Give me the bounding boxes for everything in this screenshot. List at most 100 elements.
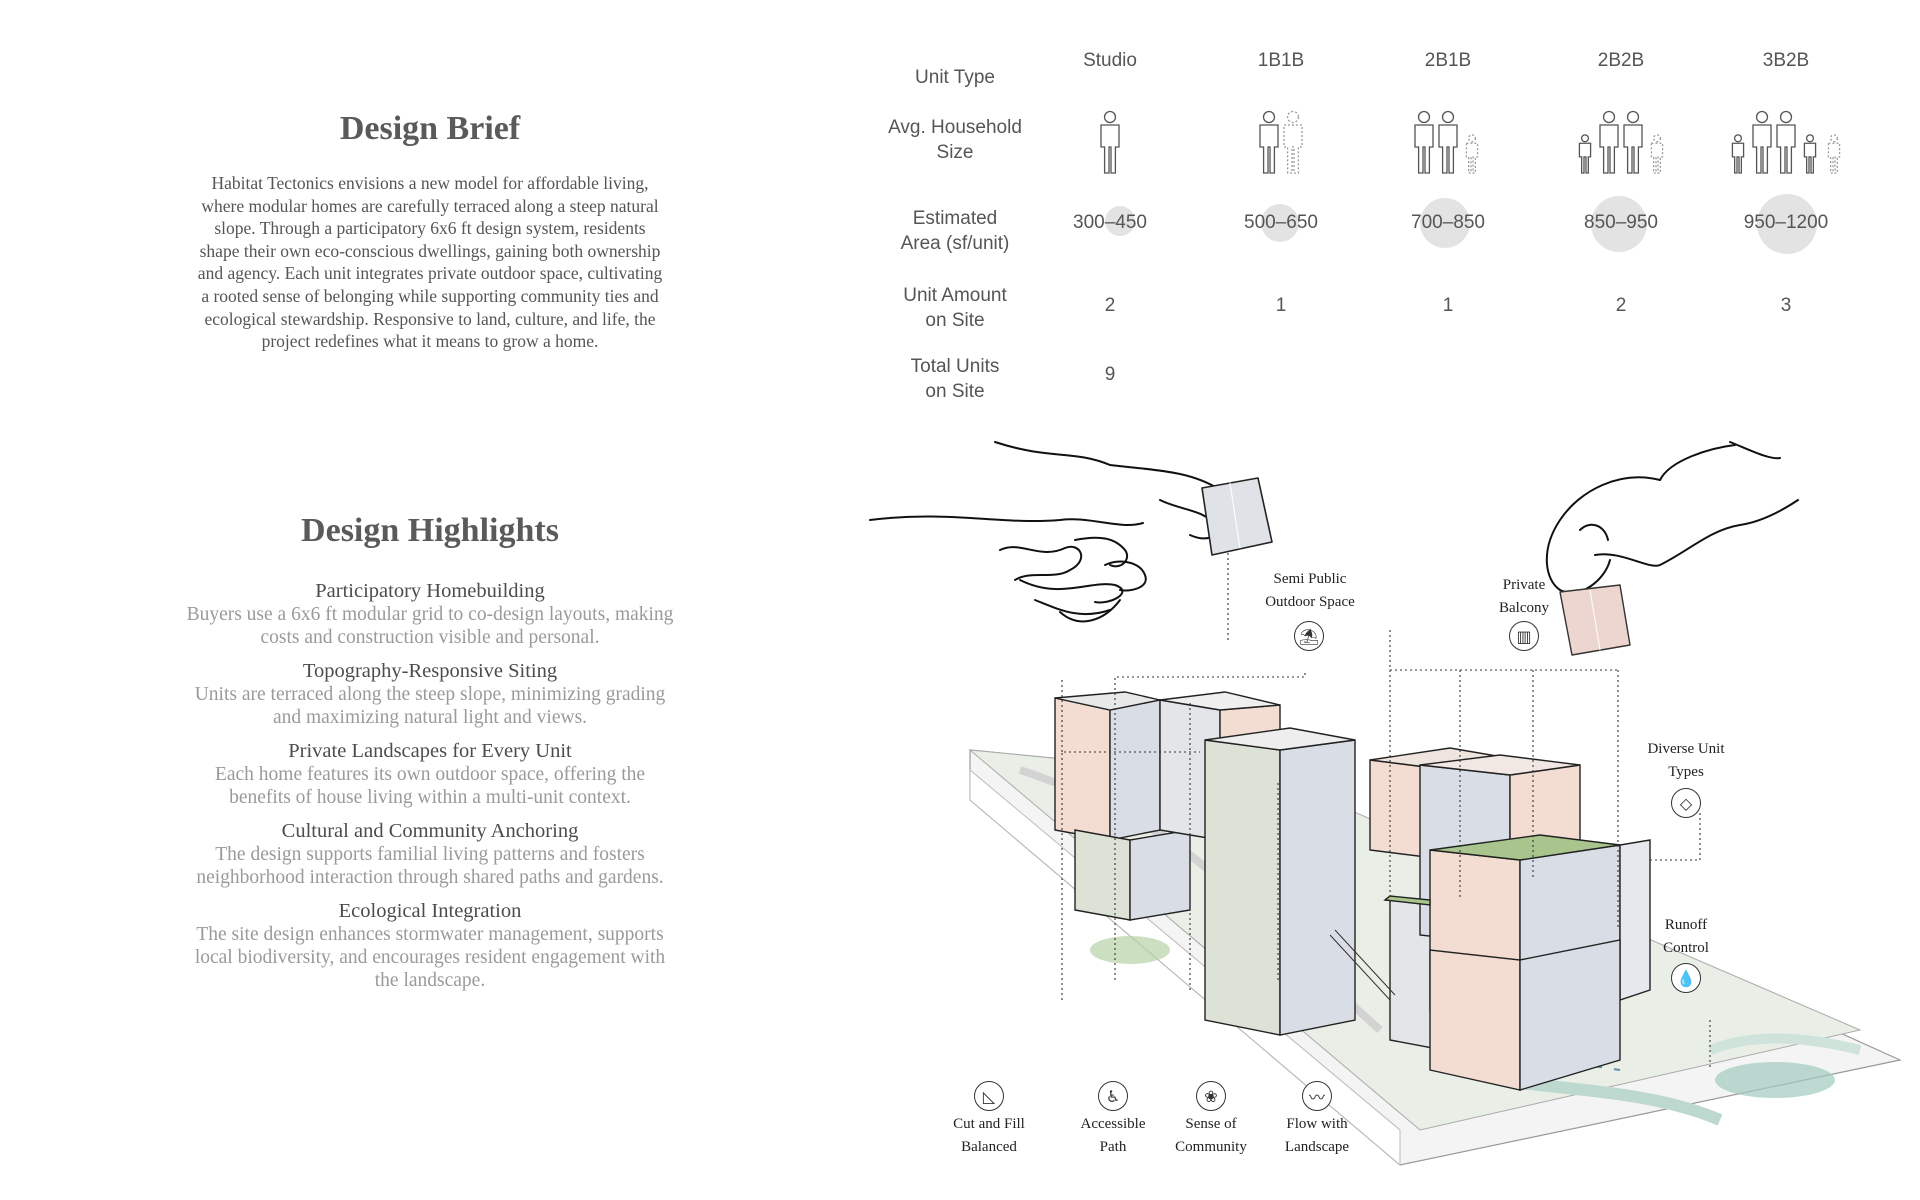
area-circle (1105, 206, 1135, 236)
highlight-line: the landscape. (374, 970, 486, 991)
callout-line: Balanced (961, 1139, 1017, 1155)
brief-line: ecological stewardship. Responsive to la… (204, 308, 656, 329)
area-value: 500–650 (1244, 212, 1318, 233)
callout-line: Runoff (1664, 917, 1708, 933)
area-value: 700–850 (1411, 212, 1485, 233)
design-brief-title: Design Brief (339, 110, 521, 147)
callout-semi-public: Semi Public Outdoor Space (1250, 568, 1370, 614)
row-label-line: Avg. Household (888, 117, 1022, 138)
highlight-line: costs and construction visible and perso… (260, 627, 600, 648)
balcony-icon: ▥ (1509, 621, 1539, 651)
household-icon-2b2b (1578, 110, 1664, 174)
col-header-1b1b: 1B1B (1257, 50, 1305, 71)
person-icon (1803, 134, 1817, 174)
person-icon (1438, 110, 1458, 174)
row-label-amount: Unit Amount on Site (880, 283, 1030, 333)
row-label-household: Avg. Household Size (880, 115, 1030, 165)
person-outline-dashed-icon (1283, 110, 1303, 174)
callout-line: Sense of (1185, 1116, 1237, 1132)
callout-flow: Flow with Landscape (1272, 1113, 1362, 1159)
left-panel: Design Brief Habitat Tectonics envisions… (0, 0, 860, 1200)
highlight-line: The site design enhances stormwater mana… (196, 924, 664, 945)
total-units-value: 9 (1104, 364, 1116, 385)
brief-line: shape their own eco-conscious dwellings,… (199, 240, 661, 261)
row-label-line: Size (936, 142, 974, 163)
area-value: 950–1200 (1743, 212, 1829, 233)
area-2b1b: 700–850 (1373, 198, 1523, 248)
highlight-line: Buyers use a 6x6 ft modular grid to co-d… (186, 604, 674, 625)
amount-studio: 2 (1104, 295, 1116, 316)
area-1b1b: 500–650 (1206, 204, 1356, 242)
col-header-3b2b: 3B2B (1762, 50, 1810, 71)
highlight-item: Cultural and Community Anchoring The des… (140, 820, 720, 889)
highlight-title: Cultural and Community Anchoring (281, 820, 579, 842)
col-header-2b1b: 2B1B (1424, 50, 1472, 71)
highlight-title: Ecological Integration (338, 900, 522, 922)
row-label-line: Total Units (910, 356, 1000, 377)
held-block-left (1201, 477, 1273, 556)
highlight-item: Participatory Homebuilding Buyers use a … (140, 580, 720, 649)
right-hand-illustration (1545, 441, 1799, 594)
building-massing (1054, 691, 1651, 1091)
highlight-line: and maximizing natural light and views. (272, 707, 588, 728)
callout-line: Landscape (1284, 1139, 1350, 1155)
person-icon (1414, 110, 1434, 174)
person-icon (1259, 110, 1279, 174)
person-outline-dashed-icon (1827, 134, 1841, 174)
highlight-item: Topography-Responsive Siting Units are t… (140, 660, 720, 729)
wheelchair-icon: ♿ (1098, 1081, 1128, 1111)
callout-line: Control (1663, 940, 1709, 956)
slope-icon: ◺ (974, 1081, 1004, 1111)
col-header-studio: Studio (1083, 50, 1137, 71)
row-label-line: Area (sf/unit) (900, 233, 1010, 254)
callout-line: Private (1502, 577, 1546, 593)
row-label-line: on Site (925, 381, 985, 402)
highlight-line: Units are terraced along the steep slope… (194, 684, 666, 705)
callout-line: Path (1099, 1139, 1127, 1155)
highlight-title: Participatory Homebuilding (315, 580, 545, 602)
callout-line: Outdoor Space (1265, 594, 1355, 610)
col-header-2b2b: 2B2B (1597, 50, 1645, 71)
person-icon (1100, 110, 1120, 174)
highlight-line: benefits of house living within a multi-… (229, 787, 631, 808)
left-hand-illustration (869, 441, 1221, 623)
person-icon (1578, 134, 1592, 174)
area-2b2b: 850–950 (1546, 196, 1696, 252)
amount-2b2b: 2 (1615, 295, 1627, 316)
water-drops-icon: 💧 (1671, 963, 1701, 993)
row-label-line: Estimated (912, 208, 998, 229)
brief-line: Habitat Tectonics envisions a new model … (211, 173, 649, 193)
household-icon-1b1b (1259, 110, 1303, 174)
shapes-icon: ◇ (1671, 788, 1701, 818)
callout-line: Cut and Fill (953, 1116, 1025, 1132)
area-3b2b: 950–1200 (1711, 194, 1861, 254)
highlight-line: The design supports familial living patt… (215, 844, 645, 865)
row-label-line: Unit Amount (903, 285, 1007, 306)
area-studio: 300–450 (1035, 206, 1185, 236)
callout-line: Balcony (1499, 600, 1549, 616)
callout-line: Semi Public (1273, 571, 1347, 587)
highlight-item: Private Landscapes for Every Unit Each h… (140, 740, 720, 809)
highlight-title: Topography-Responsive Siting (302, 660, 558, 682)
row-label-unit-type: Unit Type (915, 67, 995, 88)
highlight-item: Ecological Integration The site design e… (140, 900, 720, 992)
callout-cut-fill: Cut and Fill Balanced (939, 1113, 1039, 1159)
row-label-area: Estimated Area (sf/unit) (880, 206, 1030, 256)
leader-lines (1061, 553, 1711, 1070)
site-axonometric-illustration (869, 441, 1902, 1167)
callout-community: Sense of Community (1166, 1113, 1256, 1159)
wave-icon: 〰 (1302, 1081, 1332, 1111)
household-icon-studio (1100, 110, 1120, 174)
person-icon (1752, 110, 1772, 174)
area-circle (1757, 194, 1817, 254)
household-icon-2b1b (1414, 110, 1479, 174)
callout-diverse-units: Diverse Unit Types (1630, 738, 1742, 784)
area-circle (1591, 196, 1647, 252)
person-icon (1623, 110, 1643, 174)
callout-runoff: Runoff Control (1640, 914, 1732, 960)
person-icon (1776, 110, 1796, 174)
callout-accessible: Accessible Path (1068, 1113, 1158, 1159)
callout-line: Types (1668, 764, 1704, 780)
design-highlights-title: Design Highlights (301, 512, 559, 549)
brief-line: slope. Through a participatory 6x6 ft de… (214, 218, 646, 239)
